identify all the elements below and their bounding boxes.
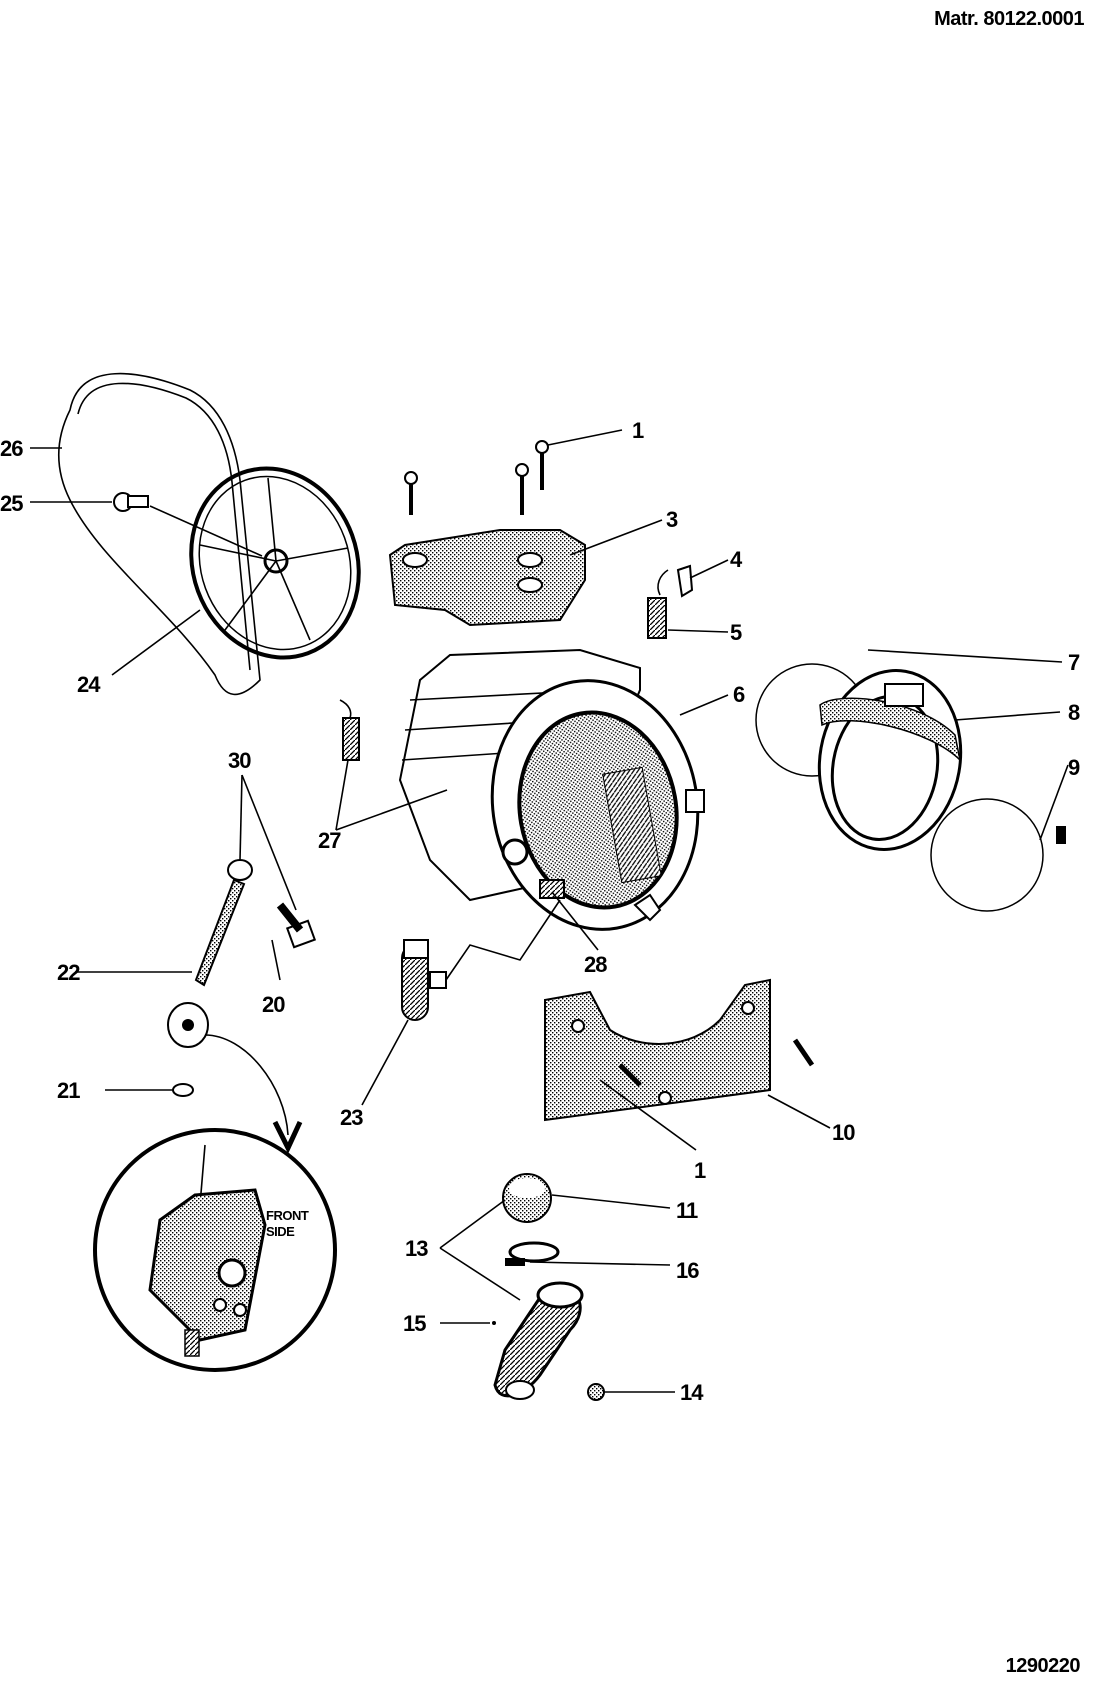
callout-16: 16: [676, 1258, 699, 1283]
callout-11: 11: [676, 1198, 698, 1223]
callout-20: 20: [262, 992, 285, 1017]
shock-absorber: [167, 859, 317, 1097]
callout-28: 28: [584, 952, 607, 977]
callout-4: 4: [730, 547, 743, 572]
callout-21: 21: [57, 1078, 80, 1103]
material-number: Matr. 80122.0001: [934, 8, 1084, 30]
inset-note-front: FRONT: [266, 1208, 309, 1223]
washing-tub: [398, 648, 705, 931]
callout-23: 23: [340, 1105, 363, 1130]
callout-14: 14: [680, 1380, 704, 1405]
callout-5: 5: [730, 620, 742, 645]
callout-10: 10: [832, 1120, 855, 1145]
detail-inset: FRONT SIDE: [93, 1034, 337, 1372]
callout-1-top: 1: [632, 418, 644, 443]
callout-27: 27: [318, 828, 341, 853]
callout-30: 30: [228, 748, 251, 773]
pulley-screw: [113, 492, 263, 557]
callout-3: 3: [666, 507, 678, 532]
top-screws: [404, 440, 549, 515]
callout-9: 9: [1068, 755, 1080, 780]
drain-parts: [492, 1173, 605, 1401]
counterweight-bracket: [388, 529, 586, 627]
callout-26: 26: [0, 436, 23, 461]
callout-7: 7: [1068, 650, 1080, 675]
tub-support-bracket: [544, 978, 815, 1122]
callout-6: 6: [733, 682, 745, 707]
callout-15: 15: [403, 1311, 426, 1336]
callout-labels: 1 3 4 5 6 7 8 9 10 1 11 13 14 15 16 20 2…: [0, 418, 1081, 1405]
callout-24: 24: [77, 672, 101, 697]
inset-note-side: SIDE: [266, 1224, 295, 1239]
callout-13: 13: [405, 1236, 428, 1261]
callout-22: 22: [57, 960, 80, 985]
pressure-chamber: [401, 899, 561, 1021]
drive-belt: [57, 372, 261, 696]
pulley-wheel: [189, 466, 361, 660]
callout-25: 25: [0, 491, 23, 516]
drawing-number: 1290220: [1005, 1655, 1081, 1677]
door-seal-parts: [755, 663, 1066, 912]
leader-lines: [30, 429, 1069, 1393]
callout-1-bottom: 1: [694, 1158, 706, 1183]
callout-8: 8: [1068, 700, 1080, 725]
